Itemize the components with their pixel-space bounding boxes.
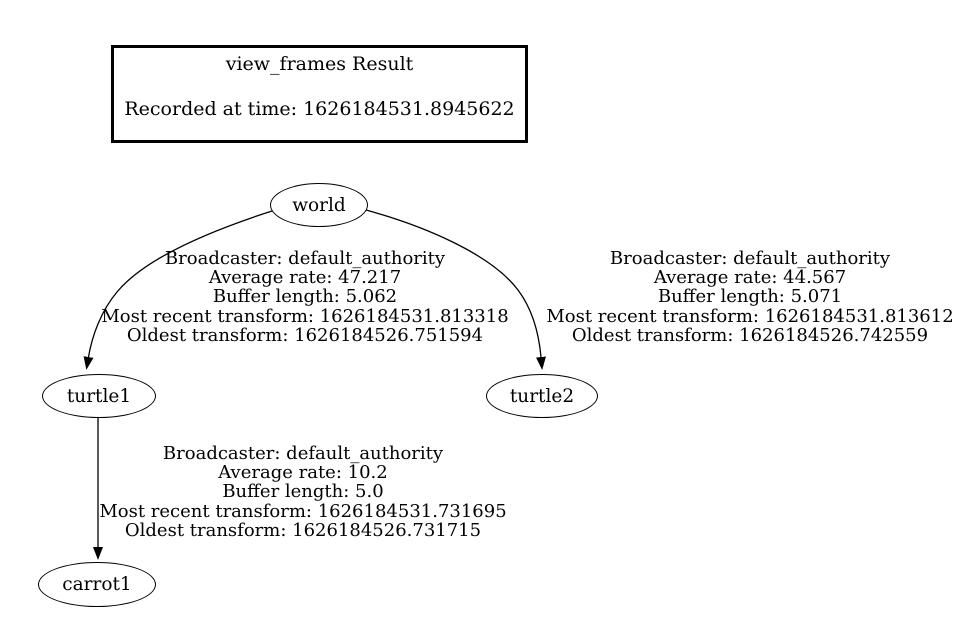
oldest-transform-line: Oldest transform: 1626184526.742559 — [571, 324, 929, 346]
edge-world-turtle2 — [365, 209, 546, 370]
most-recent-transform-line: Most recent transform: 1626184531.731695 — [99, 500, 507, 522]
node-world-label: world — [292, 194, 346, 216]
broadcaster-line: Broadcaster: default_authority — [609, 248, 891, 269]
oldest-transform-line: Oldest transform: 1626184526.751594 — [126, 324, 484, 346]
node-turtle1-label: turtle1 — [66, 385, 132, 407]
most-recent-transform-line: Most recent transform: 1626184531.813612 — [546, 305, 954, 327]
most-recent-transform-line: Most recent transform: 1626184531.813318 — [101, 305, 509, 327]
node-carrot1-label: carrot1 — [62, 574, 132, 595]
edge-label-turtle1-carrot1: Broadcaster: default_authority Average r… — [93, 444, 513, 540]
recorded-at-time: Recorded at time: 1626184531.8945622 — [124, 98, 515, 120]
graph-title: view_frames Result — [225, 53, 414, 75]
edge-world-turtle1 — [83, 210, 273, 370]
average-rate-line: Average rate: 10.2 — [218, 462, 388, 484]
buffer-length-line: Buffer length: 5.0 — [222, 481, 384, 503]
node-carrot1: carrot1 — [38, 562, 156, 607]
average-rate-line: Average rate: 47.217 — [208, 267, 402, 289]
buffer-length-line: Buffer length: 5.062 — [212, 286, 398, 308]
node-turtle1: turtle1 — [42, 374, 156, 418]
node-turtle2-label: turtle2 — [509, 385, 575, 407]
broadcaster-line: Broadcaster: default_authority — [164, 248, 446, 269]
oldest-transform-line: Oldest transform: 1626184526.731715 — [124, 519, 482, 541]
graph-title-box: view_frames Result Recorded at time: 162… — [111, 45, 528, 143]
edge-label-world-turtle1: Broadcaster: default_authority Average r… — [95, 249, 515, 345]
node-world: world — [270, 183, 368, 227]
average-rate-line: Average rate: 44.567 — [653, 267, 847, 289]
buffer-length-line: Buffer length: 5.071 — [657, 286, 843, 308]
broadcaster-line: Broadcaster: default_authority — [162, 443, 444, 464]
edge-label-world-turtle2: Broadcaster: default_authority Average r… — [540, 249, 960, 345]
node-turtle2: turtle2 — [486, 374, 598, 418]
